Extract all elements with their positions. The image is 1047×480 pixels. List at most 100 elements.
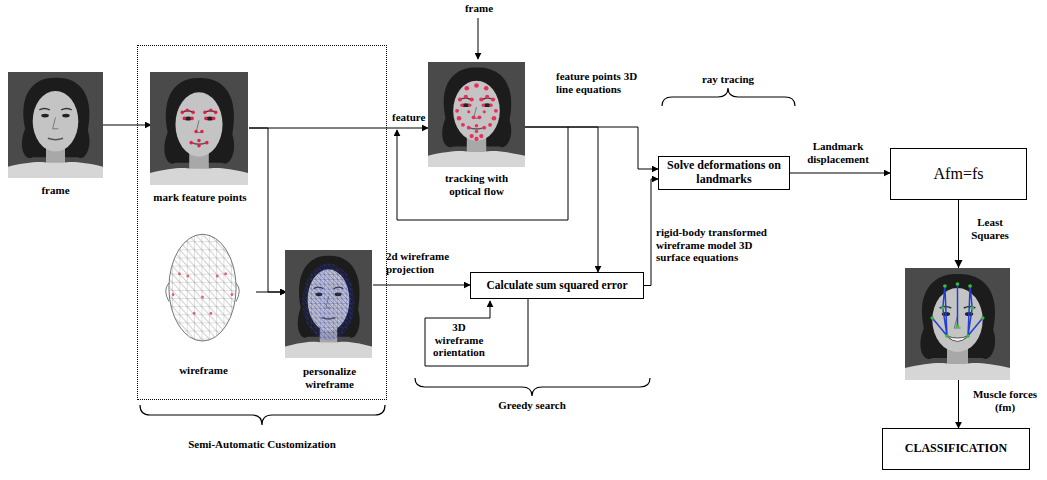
- tracked-dot: [488, 123, 492, 127]
- annotation-label: ray tracing: [688, 73, 768, 86]
- tracked-dot: [464, 95, 468, 99]
- feature-dot: [185, 109, 189, 113]
- photo-node: personalize wireframe: [286, 251, 373, 359]
- muscle-node: [945, 334, 949, 338]
- brace: [140, 405, 385, 425]
- tracked-dot: [467, 126, 471, 130]
- feature-dot: [194, 130, 198, 134]
- feature-dot: [214, 111, 218, 115]
- connector-arrow: [256, 292, 286, 293]
- face-photo: [905, 268, 1010, 380]
- photo-node: frame: [8, 72, 103, 178]
- feature-dot: [190, 117, 194, 121]
- feature-dot: [200, 130, 204, 134]
- tracked-dot: [494, 109, 498, 113]
- smile: [947, 336, 968, 342]
- connector-arrow: [644, 179, 658, 286]
- edge-label: 2d wireframe projection: [386, 250, 468, 275]
- face-photo: [8, 72, 103, 178]
- feature-dot: [205, 141, 209, 145]
- connector-arrow: [249, 128, 428, 129]
- tracked-dot: [472, 115, 476, 119]
- wireframe-ears: [166, 283, 240, 302]
- wireframe-ground: [150, 225, 255, 355]
- edge-label: feature: [392, 111, 432, 124]
- box-text: CLASSIFICATION: [905, 442, 1007, 456]
- face-photo: [285, 250, 372, 358]
- image-caption: mark feature points: [153, 191, 246, 204]
- muscle-node: [968, 284, 972, 288]
- feature-dot: [204, 117, 208, 121]
- tracked-dot: [457, 116, 462, 121]
- image-caption: wireframe: [179, 364, 228, 377]
- process-box: CLASSIFICATION: [882, 428, 1030, 470]
- tracked-dot: [479, 134, 483, 138]
- tracked-dot: [485, 95, 489, 99]
- image-caption: frame: [41, 184, 69, 197]
- wireframe-node: wireframe: [151, 226, 256, 356]
- box-text: Calculate sum squared error: [486, 279, 627, 292]
- tracked-dot: [492, 116, 497, 121]
- tracked-dot: [482, 103, 485, 106]
- orientation-loop: [425, 299, 528, 366]
- equation-box: Afm=fs: [890, 148, 1027, 200]
- image-caption: tracking with optical flow: [429, 172, 525, 197]
- tracked-dot: [484, 86, 489, 91]
- brace: [415, 378, 650, 396]
- brace: [662, 88, 795, 106]
- process-box: Calculate sum squared error: [470, 272, 644, 299]
- muscle-node: [943, 284, 947, 288]
- tracked-dot: [461, 123, 465, 127]
- tracked-dot: [467, 110, 470, 113]
- tracked-dot: [470, 97, 474, 101]
- group-caption: Semi-Automatic Customization: [138, 438, 386, 451]
- feature-dot: [203, 111, 207, 115]
- connector-arrow: [790, 173, 890, 174]
- process-box: Solve deformations on landmarks: [658, 156, 790, 190]
- feature-dot: [212, 117, 216, 121]
- annotation-label: 3D wireframe orientation: [430, 321, 488, 359]
- wireframe-marker: [201, 295, 204, 298]
- arrow-head: [955, 260, 963, 268]
- tracked-dot: [474, 83, 479, 88]
- edge-label: Landmark displacement: [798, 140, 878, 165]
- box-text: Solve deformations on landmarks: [663, 159, 785, 187]
- muscle-lines: [932, 284, 982, 337]
- face-photo: [428, 62, 525, 167]
- feedback-loop: [397, 127, 568, 220]
- tracked-dot: [489, 103, 492, 106]
- image-caption: personalize wireframe: [288, 365, 372, 390]
- wireframe-marker: [172, 293, 175, 296]
- feature-dots: [181, 109, 218, 148]
- connector-arrow: [525, 127, 658, 169]
- feature-dot: [191, 111, 195, 115]
- wireframe-marker: [193, 312, 196, 315]
- muscle-node: [981, 316, 985, 320]
- feature-dot: [189, 141, 193, 145]
- annotation-label: Least Squares: [964, 216, 1016, 241]
- tracked-dot: [468, 103, 471, 106]
- photo-node: tracking with optical flow: [428, 62, 525, 167]
- feature-dot: [197, 144, 201, 148]
- tracked-dot: [482, 126, 486, 130]
- feature-dot: [197, 139, 201, 143]
- wireframe-marker: [231, 293, 234, 296]
- tracked-dot: [474, 137, 478, 141]
- muscle-node: [970, 306, 974, 310]
- edge-label: feature points 3D line equations: [556, 70, 656, 95]
- face-photo: [150, 72, 248, 185]
- muscle-node: [956, 324, 960, 328]
- annotation-label: frame: [463, 2, 495, 15]
- feature-dot: [183, 117, 187, 121]
- edge-label: rigid-body transformed wireframe model 3…: [656, 226, 788, 264]
- muscle-node: [966, 334, 970, 338]
- wireframe-head: [169, 234, 236, 341]
- frame-input-arrow: [478, 18, 479, 59]
- box-text: Afm=fs: [934, 165, 984, 183]
- tracked-dot: [491, 97, 495, 101]
- feature-dot: [209, 109, 213, 113]
- tracked-dot: [470, 134, 474, 138]
- wireframe-marker: [210, 312, 213, 315]
- wireframe-model: [166, 234, 240, 341]
- personalized-mesh: [302, 263, 354, 340]
